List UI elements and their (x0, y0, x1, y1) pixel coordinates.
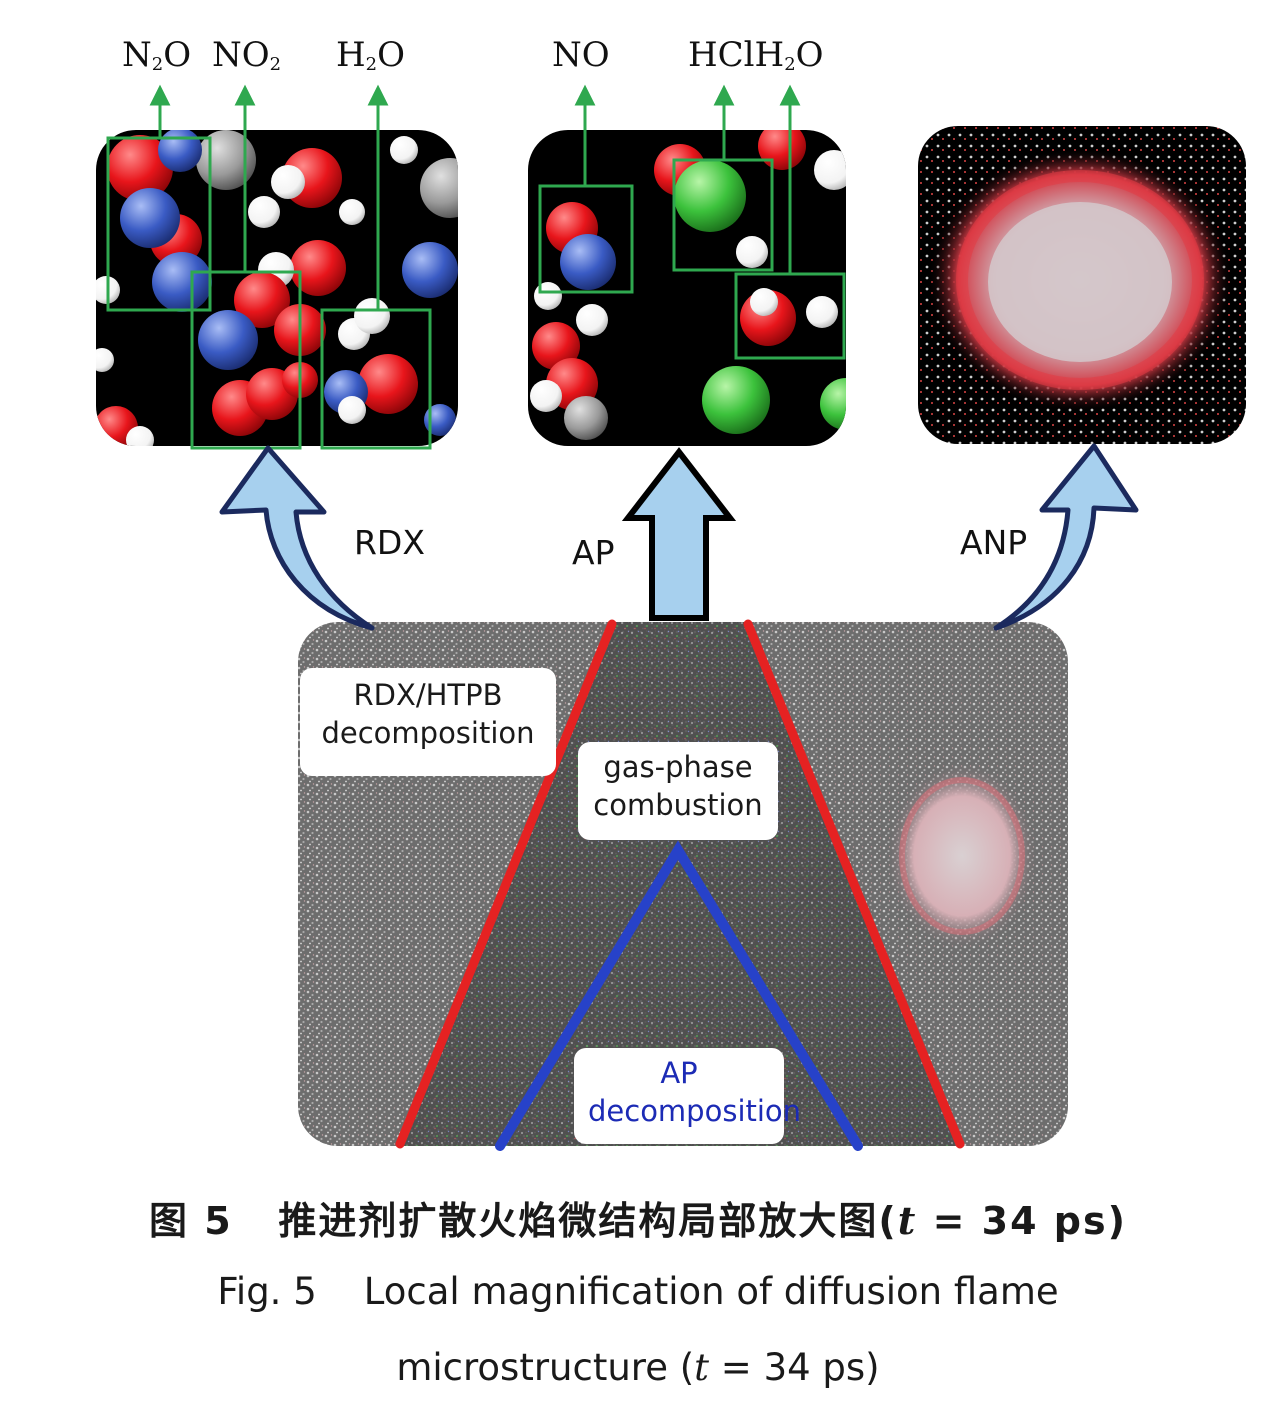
rdx-molecule-panel (96, 84, 458, 450)
ap-flame-cone (495, 840, 863, 1151)
anp-arrow (993, 443, 1139, 631)
diagram-canvas (96, 84, 1246, 1151)
label-no2: NO2 (212, 35, 282, 75)
anp-cluster-panel (918, 126, 1246, 444)
caption-chinese: 图 5 推进剂扩散火焰微结构局部放大图(t = 34 ps) (149, 1198, 1127, 1243)
flame-boundary-left (395, 619, 617, 1149)
caption-english-line2: microstructure (t = 34 ps) (396, 1346, 880, 1389)
ap-arrow (621, 447, 737, 621)
label-no: NO (552, 35, 610, 75)
ap-molecule-panel (528, 84, 846, 446)
label-anp: ANP (960, 523, 1028, 562)
caption-english-line1: Fig. 5 Local magnification of diffusion … (217, 1270, 1059, 1313)
rdx-arrow (219, 445, 375, 631)
label-hcl-h2o: HClH2O (688, 35, 824, 75)
flame-boundary-right (743, 619, 965, 1149)
label-n2o: N2O (122, 35, 192, 75)
label-rdx: RDX (354, 523, 425, 562)
label-ap: AP (572, 533, 615, 572)
label-h2o: H2O (336, 35, 405, 75)
